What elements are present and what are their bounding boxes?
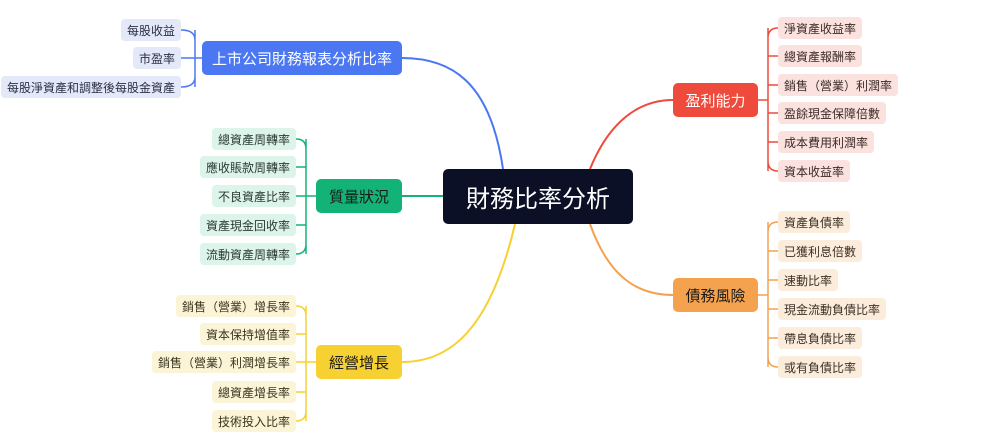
root-node[interactable]: 財務比率分析 [443,169,633,224]
leaf-reports-0[interactable]: 每股收益 [120,19,181,41]
link-reports-brackets [180,29,202,88]
branch-debt[interactable]: 債務風險 [673,278,758,312]
leaf-debt-1[interactable]: 已獲利息倍數 [778,240,863,262]
branch-profit[interactable]: 盈利能力 [673,83,758,117]
branch-reports[interactable]: 上市公司財務報表分析比率 [202,41,402,75]
leaf-quality-2[interactable]: 不良資產比率 [211,185,296,207]
leaf-debt-5[interactable]: 或有負債比率 [778,356,863,378]
link-root-profit [589,99,674,170]
link-root-reports [401,57,504,170]
leaf-debt-4[interactable]: 帶息負債比率 [778,327,863,349]
leaf-quality-1[interactable]: 應收賬款周轉率 [199,156,296,178]
leaf-debt-2[interactable]: 速動比率 [778,269,839,291]
leaf-profit-5[interactable]: 資本收益率 [778,160,851,182]
leaf-profit-2[interactable]: 銷售（營業）利潤率 [778,74,899,96]
leaf-quality-3[interactable]: 資產現金回收率 [199,214,296,236]
branch-quality[interactable]: 質量狀況 [316,179,402,213]
leaf-growth-4[interactable]: 技術投入比率 [211,410,296,432]
leaf-profit-4[interactable]: 成本費用利潤率 [778,131,875,153]
leaf-debt-0[interactable]: 資產負債率 [778,211,851,233]
link-root-debt [589,223,674,296]
link-debt-brackets [758,221,779,368]
leaf-quality-0[interactable]: 總資產周轉率 [211,128,296,150]
leaf-profit-1[interactable]: 總資產報酬率 [778,45,863,67]
leaf-profit-3[interactable]: 盈餘現金保障倍數 [778,102,887,124]
leaf-quality-4[interactable]: 流動資產周轉率 [199,243,296,265]
leaf-debt-3[interactable]: 現金流動負債比率 [778,298,887,320]
leaf-growth-1[interactable]: 資本保持增值率 [199,323,296,345]
link-profit-brackets [758,27,779,172]
link-quality-brackets [295,138,316,255]
link-growth-brackets [295,305,316,422]
link-root-growth [401,223,516,363]
leaf-reports-2[interactable]: 每股淨資產和調整後每股金資產 [0,76,181,98]
leaf-growth-0[interactable]: 銷售（營業）增長率 [175,295,296,317]
leaf-growth-3[interactable]: 總資產增長率 [211,381,296,403]
leaf-profit-0[interactable]: 淨資產收益率 [778,17,863,39]
branch-growth[interactable]: 經營增長 [316,345,402,379]
leaf-reports-1[interactable]: 市盈率 [132,47,181,69]
leaf-growth-2[interactable]: 銷售（營業）利潤增長率 [151,351,296,373]
